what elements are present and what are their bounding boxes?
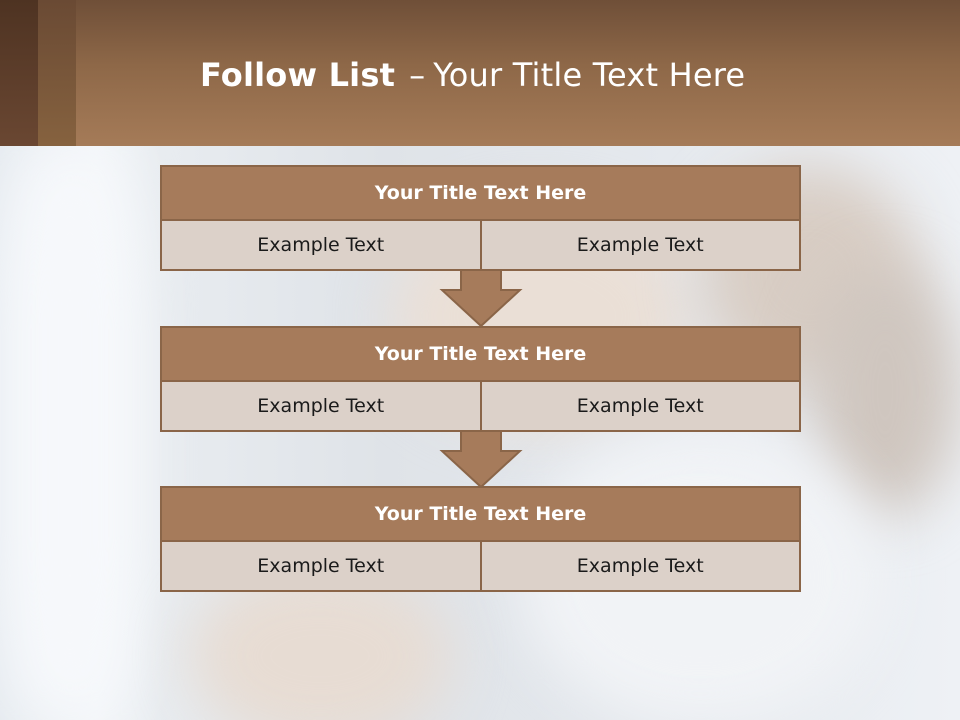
flow-block-title: Your Title Text Here [160,486,801,542]
flow-cell-left: Example Text [160,221,482,271]
flow-cell-left: Example Text [160,382,482,432]
flow-block-title: Your Title Text Here [160,326,801,382]
flow-block-2: Your Title Text Here Example Text Exampl… [160,326,801,432]
slide-title-separator: – [409,56,426,94]
flow-cell-right: Example Text [481,221,801,271]
header-accent-mid [38,0,76,146]
flow-block-1: Your Title Text Here Example Text Exampl… [160,165,801,271]
header-band: Follow List–Your Title Text Here [0,0,960,146]
flow-block-row: Example Text Example Text [160,382,801,432]
header-accent-dark [0,0,38,146]
flow-block-3: Your Title Text Here Example Text Exampl… [160,486,801,592]
photo-light-area [0,146,140,720]
photo-shadow-area [810,266,960,516]
flow-cell-left: Example Text [160,542,482,592]
flow-block-row: Example Text Example Text [160,221,801,271]
down-arrow-icon [439,430,523,489]
flow-block-title: Your Title Text Here [160,165,801,221]
flow-cell-right: Example Text [481,382,801,432]
flow-block-row: Example Text Example Text [160,542,801,592]
slide-title-bold: Follow List [200,56,396,94]
flow-cell-right: Example Text [481,542,801,592]
slide-title-rest: Your Title Text Here [433,56,746,94]
down-arrow-icon [439,269,523,328]
slide-title: Follow List–Your Title Text Here [200,56,745,94]
